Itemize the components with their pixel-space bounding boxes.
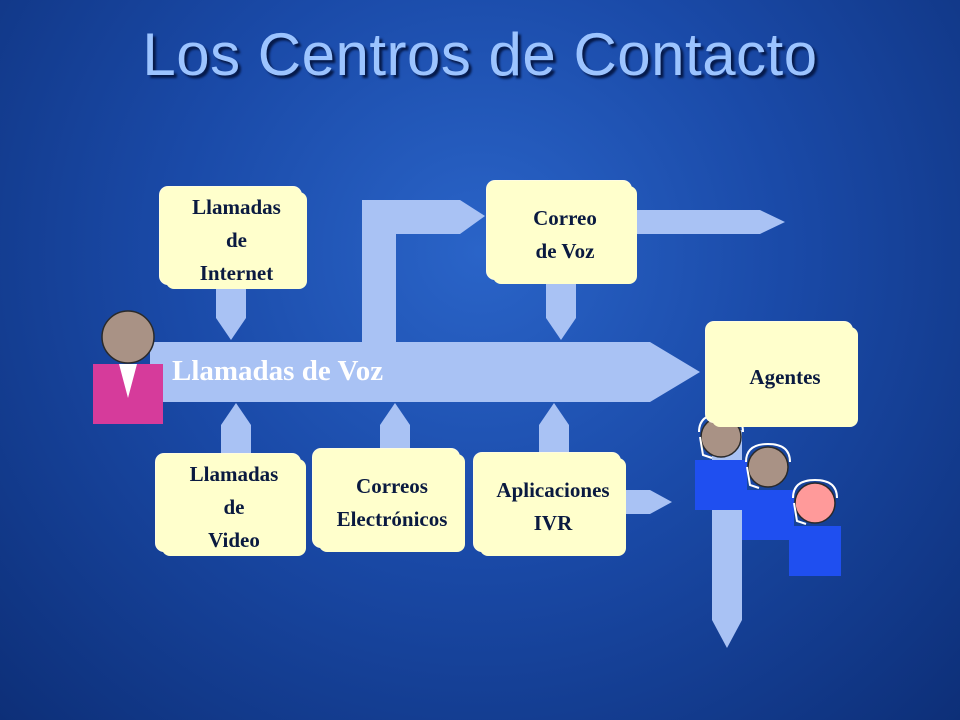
internet-down-arrow xyxy=(216,283,246,340)
video-calls-box: Llamadas de Video xyxy=(162,459,306,556)
agents-box: Agentes xyxy=(712,327,858,427)
ivr-up-arrow xyxy=(539,403,569,455)
internet-calls-box: Llamadas de Internet xyxy=(166,192,307,289)
voice-calls-label: Llamadas de Voz xyxy=(172,355,384,387)
agent-icon-2 xyxy=(742,442,794,540)
agent-icon-3 xyxy=(789,478,841,576)
agents-label: Agentes xyxy=(749,364,821,389)
slide-title: Los Centros de Contacto xyxy=(142,21,818,88)
upper-route-arrow xyxy=(362,200,485,342)
voicemail-label: Correo de Voz xyxy=(533,206,597,263)
voicemail-out-arrow xyxy=(635,210,785,234)
email-label: Correos Electrónicos xyxy=(336,474,448,531)
email-box: Correos Electrónicos xyxy=(319,454,465,552)
agent-icon-1 xyxy=(695,412,747,510)
internet-calls-label: Llamadas de Internet xyxy=(192,195,281,285)
voicemail-down-arrow xyxy=(546,283,576,340)
caller-icon xyxy=(93,310,163,424)
voice-calls-arrow xyxy=(150,342,700,402)
video-up-arrow xyxy=(221,403,251,455)
video-calls-label: Llamadas de Video xyxy=(189,462,279,552)
ivr-box: Aplicaciones IVR xyxy=(480,458,626,556)
ivr-right-arrow xyxy=(625,490,672,514)
email-up-arrow xyxy=(380,403,410,452)
voicemail-box: Correo de Voz xyxy=(493,186,637,284)
ivr-label: Aplicaciones IVR xyxy=(496,478,610,535)
